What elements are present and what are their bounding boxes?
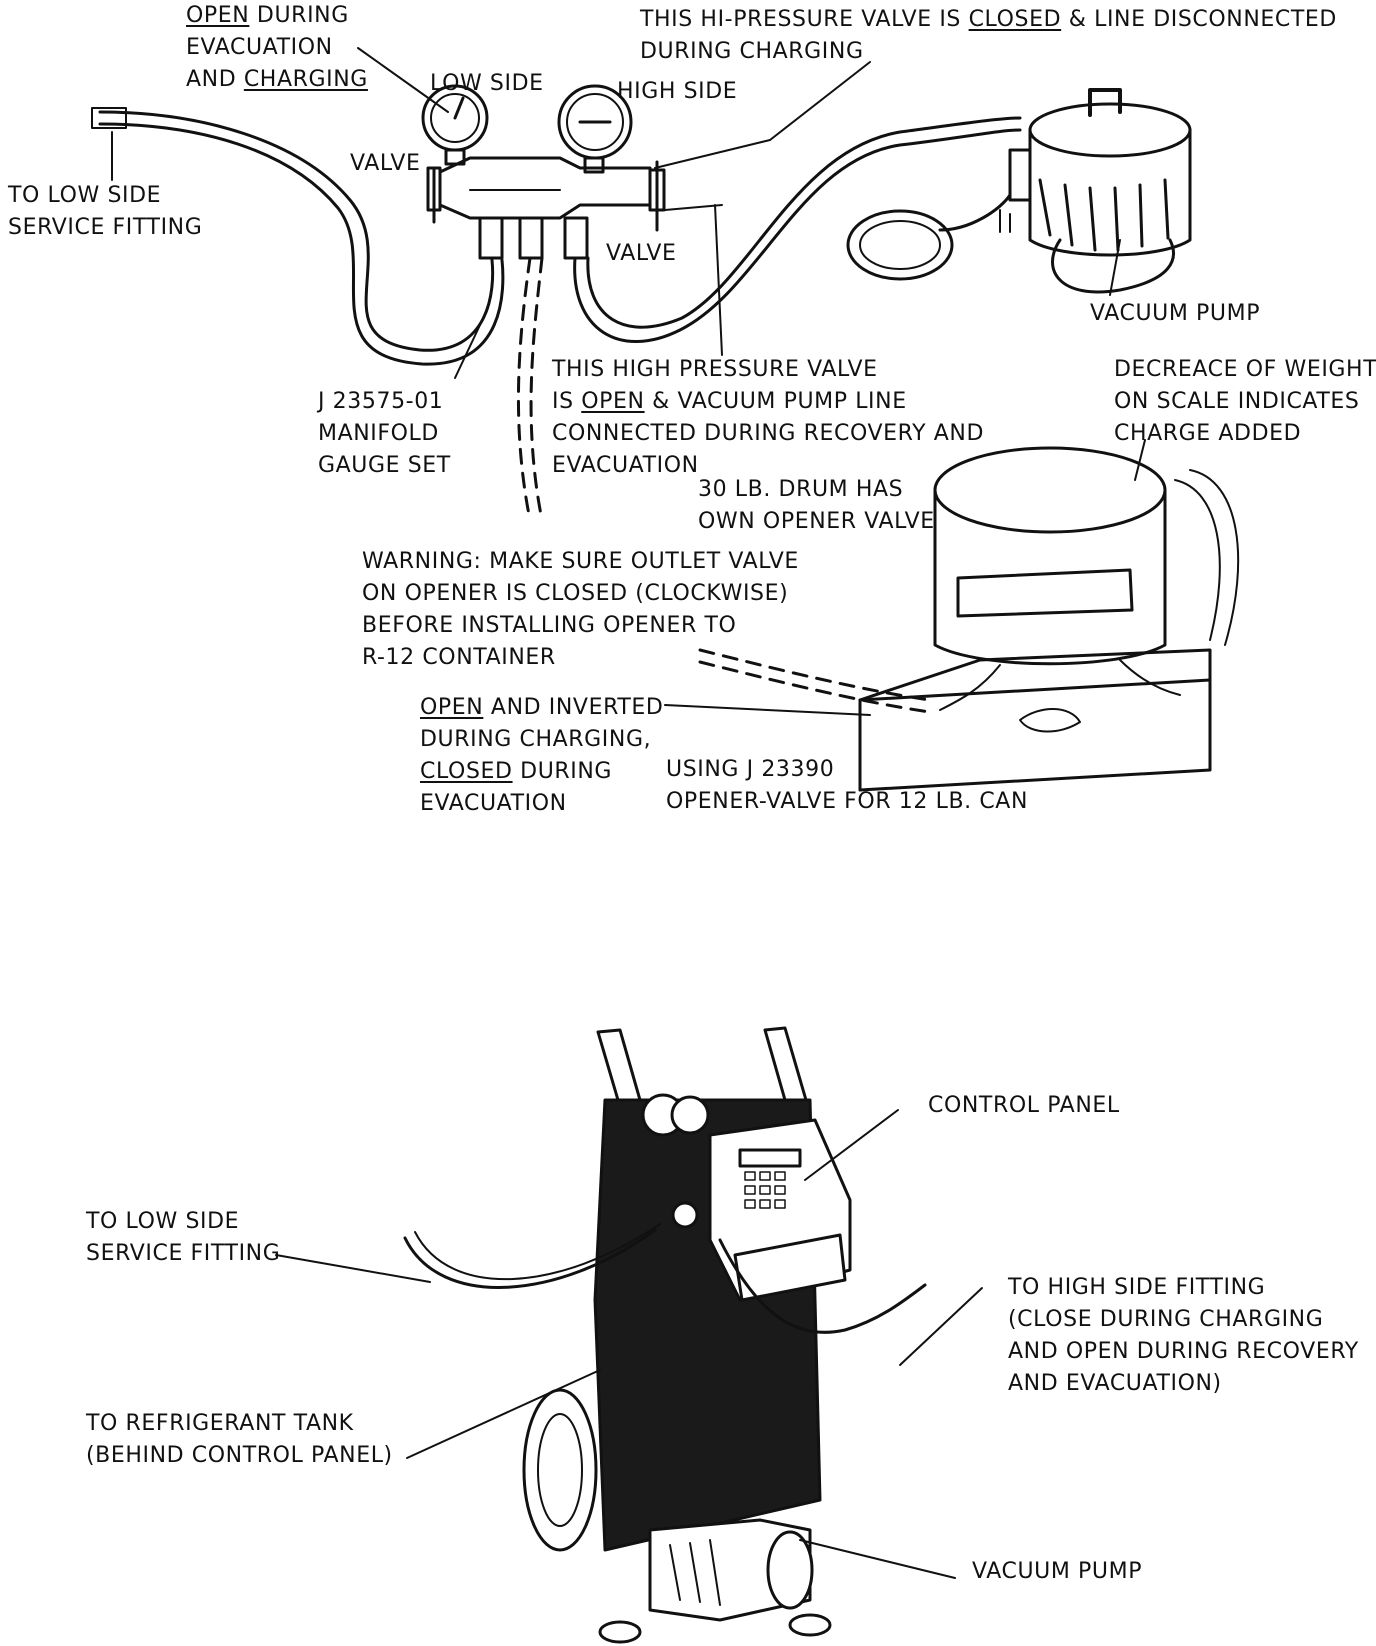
- warning-label: WARNING: MAKE SURE OUTLET VALVE ON OPENE…: [362, 549, 799, 670]
- valve-left-label: VALVE: [350, 151, 421, 176]
- drum-opener-label: 30 LB. DRUM HAS OWN OPENER VALVE: [698, 477, 935, 534]
- high-side-label: HIGH SIDE: [617, 79, 738, 104]
- manifold-gauge-set: [421, 84, 666, 260]
- to-refrigerant-tank-label: TO REFRIGERANT TANK (BEHIND CONTROL PANE…: [86, 1411, 393, 1468]
- using-opener-valve-label: USING J 23390 OPENER-VALVE FOR 12 LB. CA…: [666, 757, 1029, 814]
- recovery-station: [403, 1026, 927, 1644]
- to-low-side-fitting-label: TO LOW SIDE SERVICE FITTING: [86, 1209, 281, 1266]
- bottom-leader-lines: [275, 1109, 983, 1579]
- low-side-label: LOW SIDE: [430, 71, 544, 96]
- valve-right-label: VALVE: [606, 241, 677, 266]
- vacuum-pump-top-label: VACUUM PUMP: [1090, 301, 1261, 326]
- low-side-hose-end: [91, 107, 127, 129]
- manifold-gauge-set-label: J 23575-01 MANIFOLD GAUGE SET: [318, 389, 451, 478]
- hi-pressure-closed-label: THIS HI-PRESSURE VALVE IS CLOSED & LINE …: [640, 7, 1337, 64]
- top-leader-lines: [111, 47, 1146, 716]
- vacuum-pump-top: [846, 88, 1192, 294]
- to-high-side-fitting-label: TO HIGH SIDE FITTING (CLOSE DURING CHARG…: [1008, 1275, 1359, 1396]
- refrigerant-drum-and-scale: [858, 446, 1240, 792]
- to-low-side-label: TO LOW SIDE SERVICE FITTING: [8, 183, 203, 240]
- decrease-of-weight-label: DECREACE OF WEIGHT ON SCALE INDICATES CH…: [1114, 357, 1376, 446]
- high-pressure-open-label: THIS HIGH PRESSURE VALVE IS OPEN & VACUU…: [552, 357, 985, 478]
- control-panel-label: CONTROL PANEL: [928, 1093, 1120, 1118]
- vacuum-pump-bottom-label: VACUUM PUMP: [972, 1559, 1143, 1584]
- cart-wheel: [522, 1388, 598, 1552]
- hoses: [91, 107, 1022, 714]
- open-during-evacuation-label: OPEN DURING EVACUATION AND CHARGING: [186, 3, 368, 92]
- open-and-inverted-label: OPEN AND INVERTED DURING CHARGING, CLOSE…: [420, 695, 664, 816]
